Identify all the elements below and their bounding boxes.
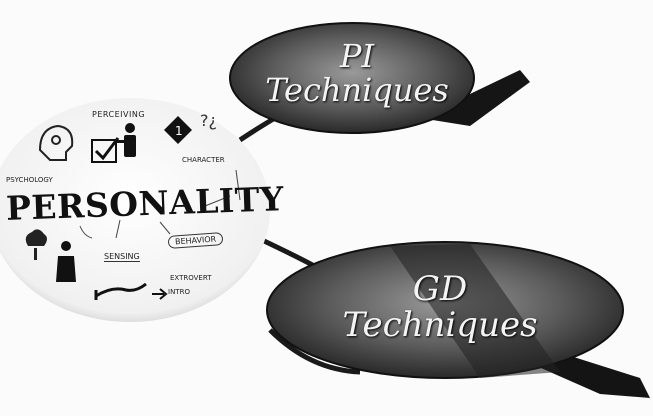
label-perceiving: PERCEIVING	[92, 110, 146, 119]
gd-label-line1: GD	[412, 269, 468, 309]
gd-label-line2: Techniques	[342, 304, 538, 345]
connector-to-gd	[260, 237, 320, 271]
pi-oval	[229, 22, 475, 134]
arrow-icon	[152, 288, 168, 300]
label-psychology: PSYCHOLOGY	[6, 176, 53, 184]
connector-to-pi	[238, 115, 277, 143]
figure-icon	[56, 241, 76, 282]
gd-oval-band	[390, 244, 560, 378]
label-extrovert: EXTROVERT	[170, 274, 212, 282]
hand-icon	[94, 282, 147, 300]
label-introvert: INTRO	[168, 288, 190, 296]
gd-oval-underline	[268, 328, 361, 375]
head-icon	[38, 124, 74, 161]
pi-techniques-label: PI Techniques	[262, 37, 452, 109]
label-sensing: SENSING	[104, 252, 140, 262]
question-marks-icon: ?¿	[200, 111, 217, 130]
pi-label-line1: PI	[339, 37, 375, 75]
diamond-icon: 1	[164, 116, 192, 144]
person-icon	[116, 123, 136, 157]
label-character: CHARACTER	[182, 156, 225, 164]
gd-techniques-label: GD Techniques	[340, 269, 540, 345]
pi-label-line2: Techniques	[265, 70, 449, 109]
brain-icon	[25, 229, 47, 260]
svg-text:1: 1	[175, 124, 183, 138]
scribble-lines	[79, 169, 241, 239]
checkbox-icon	[91, 137, 120, 163]
